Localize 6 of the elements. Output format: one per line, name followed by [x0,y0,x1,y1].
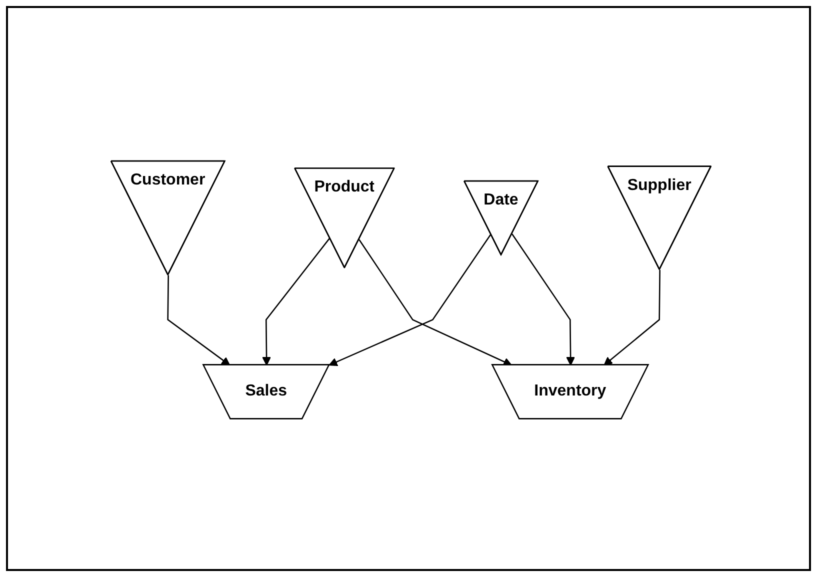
arrow [358,238,512,366]
arrow [262,237,330,366]
arrow [603,270,660,366]
arrow [328,233,492,366]
arrow [511,233,575,366]
arrow [166,274,230,366]
